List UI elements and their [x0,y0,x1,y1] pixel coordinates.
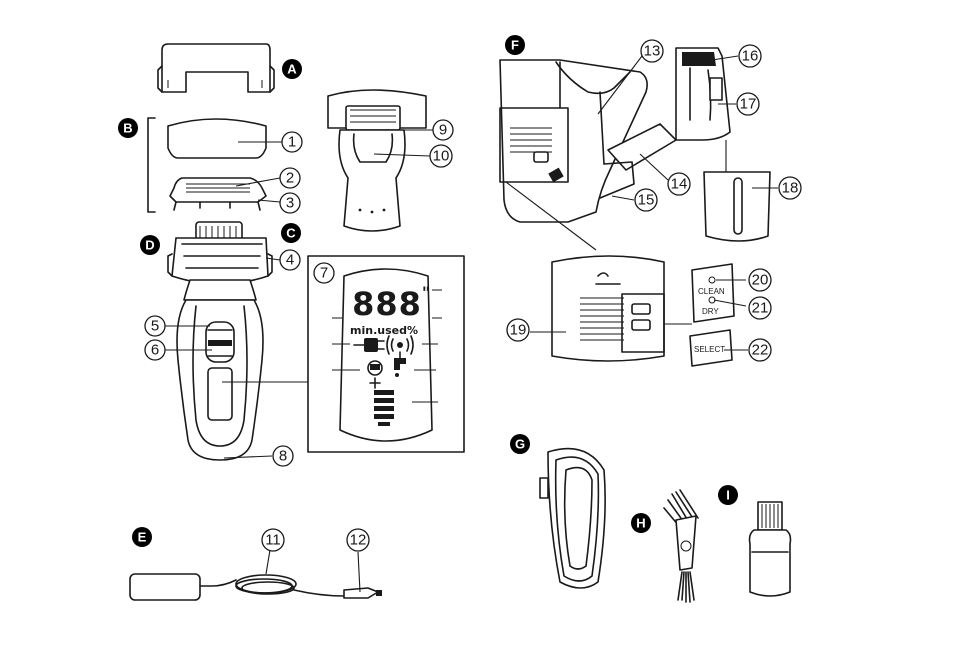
svg-text:3: 3 [286,195,294,212]
callout-9: 9 [432,119,454,141]
svg-text:6: 6 [151,342,159,359]
callout-21: 21 [748,296,772,320]
letter-h-badge: H [631,513,651,533]
svg-text:16: 16 [742,48,759,65]
svg-text:C: C [286,226,296,241]
callout-16: 16 [738,44,762,68]
letter-g-badge: G [510,434,530,454]
svg-text:5: 5 [151,318,159,335]
callout-4: 4 [279,249,301,271]
callout-7: 7 [313,262,335,284]
callout-20: 20 [748,268,772,292]
svg-text:13: 13 [644,43,661,60]
callout-6: 6 [144,339,166,361]
station-front-detail: CLEAN DRY SELECT [551,255,735,367]
svg-text:I: I [726,488,730,503]
svg-text:10: 10 [433,148,450,165]
svg-text:D: D [145,238,154,253]
display-quote-mark: " [422,283,430,302]
leader-lines [164,55,778,593]
letter-c-badge: C [281,223,301,243]
svg-text:G: G [515,437,525,452]
protective-cap [157,43,275,93]
cleaning-icon [367,360,383,389]
ac-adaptor-cord [129,573,382,601]
letter-e-badge: E [132,527,152,547]
svg-text:12: 12 [350,532,367,549]
faucet-icon [394,351,406,377]
callout-17: 17 [736,92,760,116]
svg-text:4: 4 [286,252,294,269]
letter-a-badge: A [282,59,302,79]
svg-text:15: 15 [638,192,655,209]
callout-18: 18 [778,176,802,200]
svg-text:17: 17 [740,96,757,113]
outer-foil-assembly [147,117,267,213]
svg-text:9: 9 [439,122,447,139]
callout-3: 3 [279,192,301,214]
callout-10: 10 [429,144,453,168]
svg-text:21: 21 [752,300,769,317]
shaver-body [167,221,273,461]
callout-14: 14 [667,172,691,196]
cleaning-brush [663,489,699,603]
svg-text:E: E [138,530,147,545]
letter-b-badge: B [118,118,138,138]
callout-11: 11 [261,528,285,552]
callout-22: 22 [748,338,772,362]
clean-button-label: CLEAN [698,287,725,296]
display-detail-panel: 888 " min.used% [307,255,465,453]
letter-d-badge: D [140,235,160,255]
callout-15: 15 [634,188,658,212]
callout-19: 19 [506,318,530,342]
svg-text:19: 19 [510,322,527,339]
dry-button-label: DRY [702,307,719,316]
letter-i-badge: I [718,485,738,505]
callout-8: 8 [272,445,294,467]
svg-text:7: 7 [320,265,328,282]
svg-text:B: B [123,121,132,136]
vibration-icon [386,335,414,355]
svg-text:H: H [636,516,645,531]
select-button-label: SELECT [694,345,725,354]
callout-2: 2 [279,167,301,189]
svg-text:1: 1 [288,134,296,151]
cleaning-cartridge [675,47,771,242]
plug-icon [353,338,385,352]
cleaning-station [499,59,677,251]
svg-text:14: 14 [671,176,688,193]
svg-text:8: 8 [279,448,287,465]
svg-text:22: 22 [752,342,769,359]
callout-13: 13 [640,39,664,63]
svg-text:A: A [287,62,297,77]
svg-text:18: 18 [782,180,799,197]
battery-level-indicator [374,390,394,426]
callout-12: 12 [346,528,370,552]
svg-text:11: 11 [265,532,281,549]
svg-text:2: 2 [286,170,294,187]
travel-pouch [539,447,606,589]
svg-text:20: 20 [752,272,769,289]
oil-bottle [748,501,792,597]
svg-text:F: F [511,38,519,53]
letter-f-badge: F [505,35,525,55]
shaver-back-view [327,89,427,232]
callout-1: 1 [281,131,303,153]
display-digits: 888 [352,285,422,323]
display-unit: min.used% [350,324,418,337]
callout-5: 5 [144,315,166,337]
